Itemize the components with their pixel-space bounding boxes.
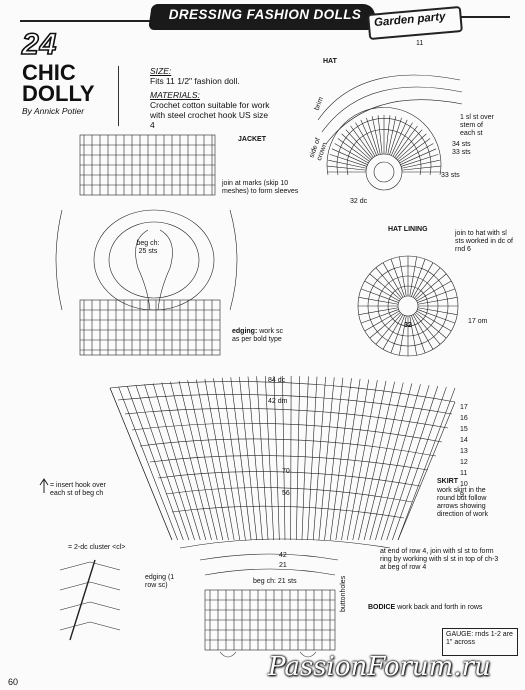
page-number: 60 xyxy=(8,677,19,687)
skirt-row-num: 12 xyxy=(460,459,468,466)
watermark: PassionForum.ru xyxy=(268,652,491,682)
jacket-join-note: join at marks (skip 10 meshes) to form s… xyxy=(222,180,299,195)
hat-lining-join-note: join to hat with sl sts worked in dc of … xyxy=(455,230,513,253)
skirt-row-num: 15 xyxy=(460,426,468,433)
banner-title: DRESSING FASHION DOLLS xyxy=(168,7,362,22)
hat-row-11: 11 xyxy=(416,40,424,47)
hat-title: HAT xyxy=(323,58,337,65)
skirt-note: work skirt in the round but follow arrow… xyxy=(437,487,488,518)
cluster-legend-label: = 2-dc cluster <cl> xyxy=(68,544,126,551)
info-block: SIZE: Fits 11 1/2" fashion doll. MATERIA… xyxy=(150,66,270,130)
hat-lining-32: 32 xyxy=(404,322,412,329)
size-text: Fits 11 1/2" fashion doll. xyxy=(150,76,240,86)
bodice-buttonholes: buttonholes xyxy=(340,575,347,612)
hat-33-sts: 33 sts xyxy=(452,149,471,156)
hat-34-sts: 34 sts xyxy=(452,141,471,148)
skirt-row-num: 14 xyxy=(460,437,468,444)
skirt-42-dm: 42 dm xyxy=(268,398,288,405)
skirt-row-num: 13 xyxy=(460,448,468,455)
bodice-row-42: 42 xyxy=(279,552,287,559)
bodice-edging: edging (1 row sc) xyxy=(145,574,175,589)
skirt-row-70: 70 xyxy=(282,468,290,475)
hat-lining-title: HAT LINING xyxy=(388,226,428,233)
bodice-title: BODICE xyxy=(368,604,396,611)
jacket-beg-ch: beg ch: 25 sts xyxy=(136,240,160,255)
jacket-edging-title: edging: xyxy=(232,328,258,335)
materials-heading: MATERIALS: xyxy=(150,90,200,100)
bodice-section: BODICE work back and forth in rows xyxy=(368,604,482,612)
title-line-2: DOLLY xyxy=(22,81,95,106)
skirt-row-num: 10 xyxy=(460,481,468,488)
header-rule-left xyxy=(20,20,150,22)
materials-text: Crochet cotton suitable for work with st… xyxy=(150,100,270,130)
bodice-row-21: 21 xyxy=(279,562,287,569)
hat-lining-diagram xyxy=(357,255,459,357)
info-divider xyxy=(118,66,119,126)
skirt-84-dc: 84 dc xyxy=(268,377,286,384)
pattern-title: CHIC DOLLY xyxy=(22,60,112,106)
skirt-row-56: 56 xyxy=(282,490,290,497)
cluster-legend xyxy=(59,559,121,641)
size-heading: SIZE: xyxy=(150,66,172,76)
bodice-beg-ch: beg ch: 21 sts xyxy=(253,578,297,585)
skirt-row-num: 11 xyxy=(460,470,468,477)
skirt-row-num: 17 xyxy=(460,404,468,411)
author: By Annick Potier xyxy=(22,106,85,116)
hat-32-dc: 32 dc xyxy=(350,198,368,205)
pattern-number: 24 xyxy=(21,27,58,62)
hat-diagram xyxy=(317,74,463,191)
skirt-row-numbers: 17 16 15 14 13 12 11 10 9 xyxy=(460,404,474,500)
hat-33-sts-lower: 33 sts xyxy=(441,172,460,179)
bodice-note: work back and forth in rows xyxy=(397,604,483,611)
insert-hook-note: = insert hook over each st of beg ch xyxy=(50,482,106,497)
hat-lining-17: 17 om xyxy=(468,318,488,325)
jacket-title: JACKET xyxy=(238,136,267,143)
bodice-diagram xyxy=(199,553,339,658)
jacket-edging: edging: work sc as per bold type xyxy=(232,328,292,344)
skirt-title: SKIRT xyxy=(437,478,458,485)
skirt-ring-note: at end of row 4, join with sl st to form… xyxy=(380,548,499,571)
skirt-row-num: 16 xyxy=(460,415,468,422)
hat-ray-lines xyxy=(327,115,441,173)
title-line-1: CHIC xyxy=(22,60,76,85)
skirt-row-num: 9 xyxy=(460,492,464,499)
jacket-edging-text: work sc as per bold type xyxy=(232,328,283,343)
skirt-diagram xyxy=(109,375,456,549)
gauge-box: GAUGE: rnds 1-2 are 1" across xyxy=(442,628,518,656)
jacket-diagram xyxy=(55,134,238,356)
hat-sl-st-note: 1 sl st over stem of each st xyxy=(460,114,494,137)
